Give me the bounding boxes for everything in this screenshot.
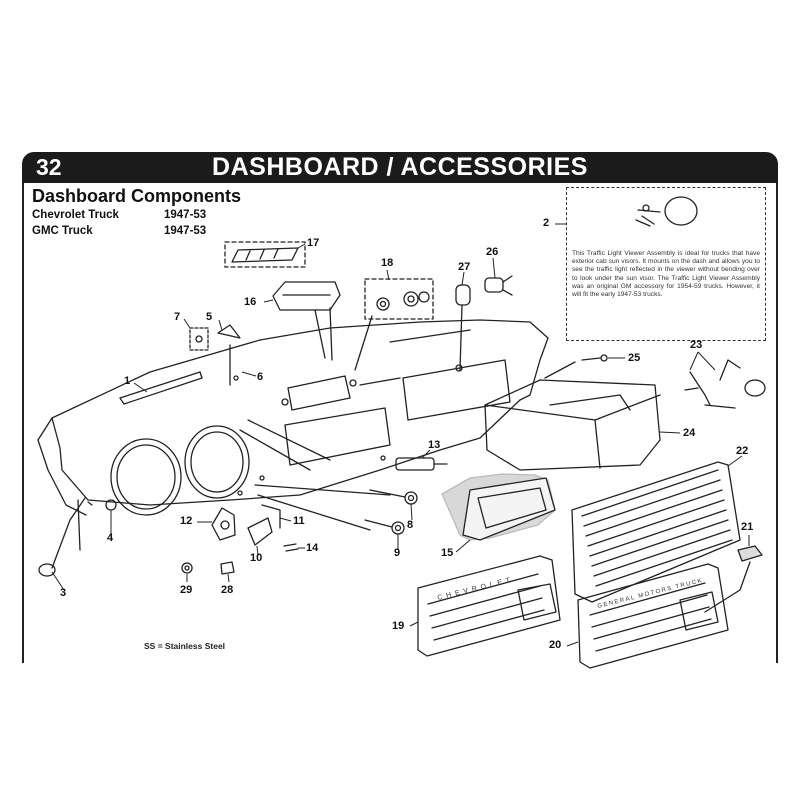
callout-3: 3	[60, 587, 67, 599]
application-years: 1947-53	[164, 209, 207, 221]
page-border-right	[776, 183, 778, 663]
application-row-chevrolet: Chevrolet Truck 1947-53	[32, 209, 206, 221]
dashboard-panel	[37, 319, 549, 516]
callout-5: 5	[206, 311, 213, 323]
callout-18: 18	[381, 257, 394, 269]
callout-16: 16	[244, 296, 257, 308]
callout-19: 19	[392, 620, 405, 632]
callout-20: 20	[549, 639, 562, 651]
traffic-light-viewer-note-box	[566, 187, 766, 341]
callout-17: 17	[307, 237, 320, 249]
application-model: GMC Truck	[32, 225, 93, 237]
callout-8: 8	[407, 519, 414, 531]
page-header-bar: 32 DASHBOARD / ACCESSORIES	[22, 152, 778, 183]
page-number: 32	[36, 154, 62, 180]
callout-1: 1	[124, 375, 131, 387]
callout-7: 7	[174, 311, 181, 323]
callout-26: 26	[486, 246, 499, 258]
callout-4: 4	[107, 532, 114, 544]
gmc-grille-lettering: GENERAL MOTORS TRUCK	[597, 578, 704, 610]
application-years: 1947-53	[164, 225, 207, 237]
callout-21: 21	[741, 521, 754, 533]
page-title: DASHBOARD / ACCESSORIES	[212, 153, 588, 181]
callout-28: 28	[221, 584, 234, 596]
callout-29: 29	[180, 584, 193, 596]
callout-14: 14	[306, 542, 319, 554]
callout-27: 27	[458, 261, 471, 273]
callout-11: 11	[293, 515, 305, 527]
application-row-gmc: GMC Truck 1947-53	[32, 225, 206, 237]
legend-stainless-steel: SS = Stainless Steel	[144, 641, 226, 651]
section-title: Dashboard Components	[32, 186, 242, 206]
callout-23: 23	[690, 339, 703, 351]
callout-13: 13	[428, 439, 441, 451]
callout-25: 25	[628, 352, 641, 364]
traffic-light-viewer-note: This Traffic Light Viewer Assembly is id…	[572, 250, 760, 299]
callout-12: 12	[180, 515, 193, 527]
callout-2: 2	[543, 217, 550, 229]
callout-6: 6	[257, 371, 264, 383]
callout-10: 10	[250, 552, 263, 564]
application-model: Chevrolet Truck	[32, 209, 119, 221]
callout-24: 24	[683, 427, 696, 439]
callout-9: 9	[394, 547, 401, 559]
page-border-left	[22, 183, 24, 663]
callout-15: 15	[441, 547, 454, 559]
callout-22: 22	[736, 445, 749, 457]
